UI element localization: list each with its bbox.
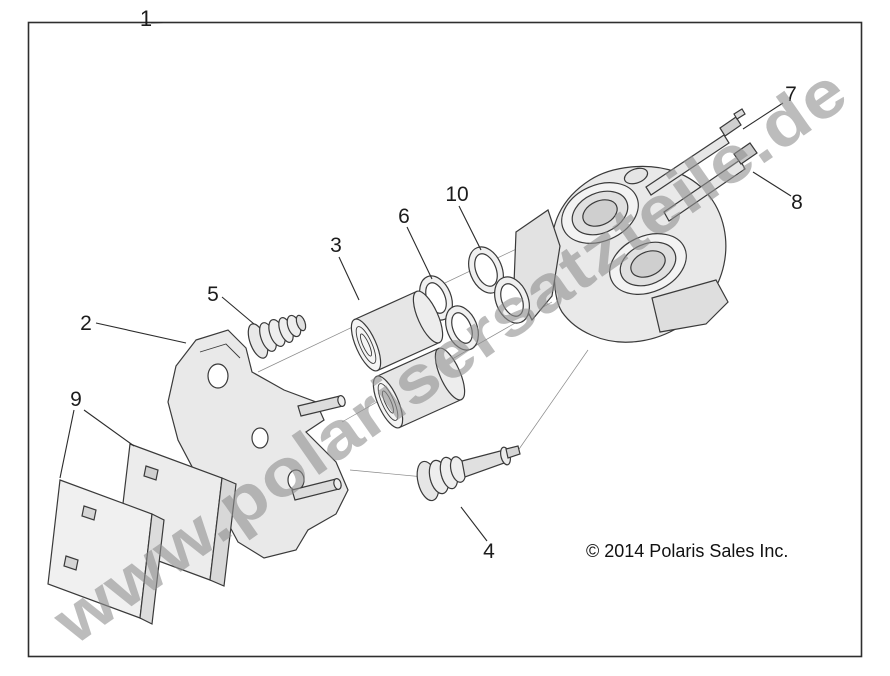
- piston-face-ring: [377, 383, 399, 421]
- bleeder-tip: [733, 108, 746, 120]
- bracket-contour: [199, 343, 241, 359]
- watermark-text: www.polarisersatzteile.de: [39, 52, 861, 658]
- piston-face-ring: [359, 333, 373, 357]
- brake-pad-front: [47, 479, 165, 625]
- seal-ring: [468, 246, 504, 294]
- piston-face-ring: [381, 390, 395, 414]
- bleeder-shaft: [645, 134, 730, 196]
- guide-pin-end: [333, 478, 342, 490]
- callout-9: 9: [70, 388, 82, 411]
- piston-front-face: [350, 318, 382, 372]
- callout-5: 5: [207, 283, 219, 306]
- assembly-boundary-box: [27, 21, 863, 658]
- bracket-hole: [251, 427, 269, 449]
- guide-bolt-with-boot: [416, 445, 521, 502]
- caliper-bore-lower: [609, 233, 687, 295]
- brake-pads: [47, 443, 237, 625]
- guide-pin-end: [337, 395, 346, 407]
- seal-ring: [494, 276, 530, 324]
- bore-inner: [630, 250, 666, 278]
- bellows-end: [295, 314, 307, 332]
- mounting-bracket: [167, 329, 349, 559]
- bleeder-screw: [645, 108, 746, 196]
- leader-line-6: [406, 226, 433, 280]
- callout-2: 2: [80, 312, 92, 335]
- leader-line-1: [150, 21, 164, 24]
- callout-8: 8: [791, 191, 803, 214]
- pad-clip: [81, 505, 97, 521]
- dust-boot-bellows: [247, 314, 307, 359]
- bleeder-cap: [719, 116, 742, 137]
- callout-1: 1: [140, 6, 152, 31]
- bracket-hole: [207, 363, 229, 389]
- bolt-shaft: [663, 159, 746, 222]
- axis-line: [516, 349, 589, 453]
- axis-line: [349, 469, 425, 478]
- bore-inner: [582, 199, 618, 227]
- leader-line-9b: [83, 409, 135, 447]
- leader-line-7: [742, 102, 784, 130]
- leader-line-5: [221, 296, 255, 325]
- caliper-bore-upper: [561, 182, 639, 244]
- piston-front-face: [372, 375, 404, 429]
- piston-upper: [350, 290, 444, 372]
- seal-inner: [474, 253, 498, 287]
- seal-inner: [500, 283, 524, 317]
- leader-line-4: [460, 506, 488, 542]
- leader-line-3: [338, 256, 360, 301]
- piston-lower: [372, 347, 466, 429]
- leader-line-10: [458, 205, 482, 251]
- pad-clip: [63, 555, 79, 571]
- piston-face-ring: [355, 326, 377, 364]
- caliper-mount-lug: [651, 279, 729, 333]
- hex-head: [733, 142, 758, 165]
- o-ring: [445, 305, 479, 351]
- bleeder-boss: [623, 167, 649, 185]
- callout-10: 10: [445, 183, 468, 206]
- bolt-tip: [505, 445, 521, 459]
- pad-friction-material: [139, 513, 165, 625]
- callout-3: 3: [330, 234, 342, 257]
- leader-line-8: [752, 171, 792, 197]
- callout-4: 4: [483, 540, 495, 563]
- pad-clip: [143, 465, 159, 481]
- leader-line-9a: [59, 409, 75, 479]
- callouts: 1 2 3 4 5 6 7 8 9 10: [59, 6, 803, 563]
- copyright-text: © 2014 Polaris Sales Inc.: [586, 541, 788, 561]
- leader-line-2: [95, 322, 187, 344]
- piston-rear-face: [434, 347, 466, 401]
- caliper-pistons: [350, 290, 466, 429]
- banjo-bolt: [663, 142, 758, 222]
- seal-inner: [451, 312, 473, 344]
- callout-7: 7: [785, 83, 797, 106]
- piston-rear-face: [412, 290, 444, 344]
- pad-friction-material: [209, 477, 237, 587]
- callout-6: 6: [398, 205, 410, 228]
